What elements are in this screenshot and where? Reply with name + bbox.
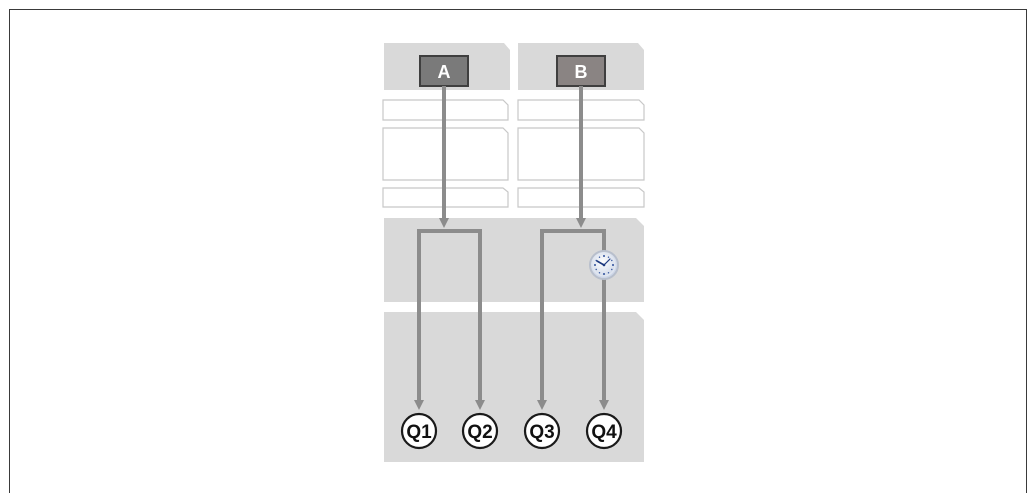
arrow-a-to-q2 <box>444 229 485 410</box>
queue-q1-label: Q1 <box>406 422 432 443</box>
source-a-label: A <box>438 62 451 82</box>
queue-q1: Q1 <box>400 412 438 450</box>
queue-q3-label: Q3 <box>529 422 554 443</box>
arrow-b-to-q4 <box>581 229 609 410</box>
source-a: A <box>419 55 469 87</box>
routing-panel <box>384 218 644 302</box>
source-b-label: B <box>575 62 588 82</box>
queue-q4-label: Q4 <box>591 422 617 443</box>
arrow-a-to-q1 <box>414 229 444 410</box>
queue-q2-label: Q2 <box>467 422 492 443</box>
queue-q2: Q2 <box>461 412 499 450</box>
queue-panel <box>384 312 644 462</box>
source-b: B <box>556 55 606 87</box>
queue-q3: Q3 <box>523 412 561 450</box>
clock-icon <box>589 250 619 280</box>
queue-q4: Q4 <box>585 412 623 450</box>
arrow-b-to-q3 <box>537 229 581 410</box>
